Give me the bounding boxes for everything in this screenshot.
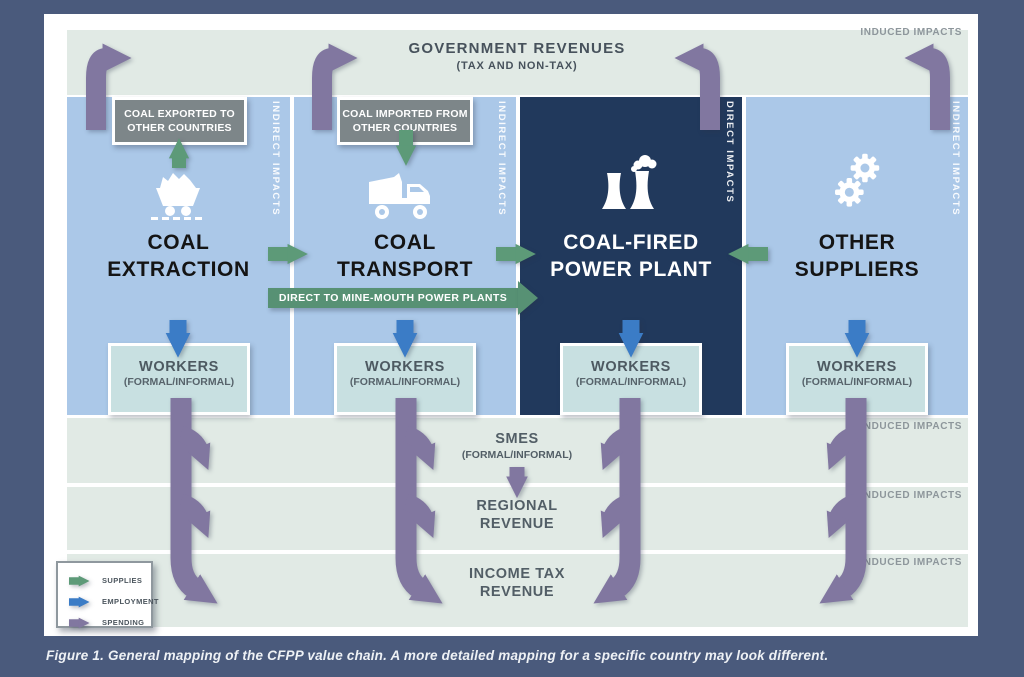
government-revenues-subtitle: (TAX AND NON-TAX) [456, 60, 578, 72]
induced-impacts-label-band1: INDUCED IMPACTS [860, 421, 962, 432]
supplies-arrow-icon [69, 575, 90, 586]
employment-arrow-extraction [165, 320, 191, 358]
legend-item-employment: EMPLOYMENT [58, 591, 159, 612]
spending-arrow-icon [69, 617, 90, 628]
income-tax-revenue-label: INCOME TAX REVENUE [469, 566, 565, 601]
spending-trunk-plant [593, 398, 641, 604]
indirect-impacts-label-col1: INDIRECT IMPACTS [270, 101, 281, 217]
figure-caption: Figure 1. General mapping of the CFPP va… [46, 648, 829, 663]
coal-imported-box: COAL IMPORTED FROM OTHER COUNTRIES [337, 97, 473, 145]
mine-mouth-banner-arrowhead [518, 281, 538, 315]
direct-impacts-label-col3: DIRECT IMPACTS [724, 101, 735, 204]
supplies-arrow-transport-to-plant [496, 243, 536, 265]
government-revenues-title: GOVERNMENT REVENUES [408, 40, 626, 57]
supplies-arrow-suppliers-to-plant [728, 243, 768, 265]
legend-item-supplies: SUPPLIES [58, 570, 151, 591]
coal-imported-line1: COAL IMPORTED FROM [342, 107, 468, 120]
spending-trunk-suppliers [819, 398, 867, 604]
supplies-arrow-export-up [168, 138, 190, 168]
employment-arrow-suppliers [844, 320, 870, 358]
supplies-arrow-import-down [395, 130, 417, 166]
government-revenues-band [67, 30, 968, 95]
spending-arrow-extraction-to-government [86, 43, 132, 130]
coal-exported-line2: OTHER COUNTRIES [127, 122, 232, 134]
spending-arrow-smes-to-regional [506, 467, 528, 499]
spending-arrow-plant-to-government [674, 43, 720, 130]
smes-label: SMES (FORMAL/INFORMAL) [461, 431, 573, 462]
mine-cart-icon [151, 173, 205, 220]
coal-exported-box: COAL EXPORTED TO OTHER COUNTRIES [112, 97, 247, 145]
indirect-impacts-label-col2: INDIRECT IMPACTS [496, 101, 507, 217]
regional-revenue-label: REGIONAL REVENUE [476, 498, 558, 533]
employment-arrow-plant [618, 320, 644, 358]
mine-mouth-banner: DIRECT TO MINE-MOUTH POWER PLANTS [268, 288, 518, 308]
induced-impacts-label-band2: INDUCED IMPACTS [860, 490, 962, 501]
indirect-impacts-label-col4: INDIRECT IMPACTS [950, 101, 961, 217]
dump-truck-icon [369, 173, 430, 219]
coal-imported-line2: OTHER COUNTRIES [352, 122, 458, 134]
employment-arrow-transport [392, 320, 418, 358]
legend-item-spending: SPENDING [58, 612, 151, 633]
spending-trunk-extraction [170, 398, 218, 604]
employment-arrow-icon [69, 596, 90, 607]
government-revenues-label: GOVERNMENT REVENUES (TAX AND NON-TAX) [317, 40, 717, 72]
induced-impacts-label-band3: INDUCED IMPACTS [860, 557, 962, 568]
spending-arrow-suppliers-to-government [904, 43, 950, 130]
coal-exported-line1: COAL EXPORTED TO [124, 107, 235, 120]
legend-box: SUPPLIES EMPLOYMENT SPENDING [56, 561, 159, 628]
supplies-arrow-extraction-to-transport [268, 243, 308, 265]
gears-icon [835, 153, 880, 207]
spending-arrow-transport-to-government [312, 43, 358, 130]
power-plant-icon [602, 155, 657, 209]
spending-trunk-transport [395, 398, 443, 604]
induced-impacts-label-top: INDUCED IMPACTS [860, 27, 962, 38]
